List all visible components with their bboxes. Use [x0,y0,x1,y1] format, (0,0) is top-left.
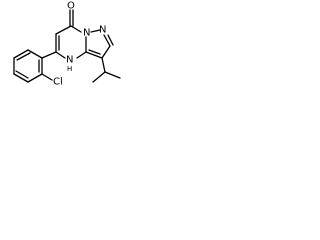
nh-hydrogen-label: H [67,65,72,73]
carbonyl-bond [69,9,74,27]
molecule-structure-drawing: O N N N H Cl [13,1,121,88]
nitrogen-1-label: N [83,28,90,39]
pyrazole-ring-bonds [85,29,114,59]
pyrimidinone-ring-bonds [55,25,87,59]
nh-nitrogen-label: N [66,55,73,66]
nitrogen-2-label: N [99,25,106,36]
isopropyl-bonds [92,57,121,83]
oxygen-label: O [67,1,75,12]
chlorine-label: Cl [53,77,63,88]
chlorophenyl-bonds [13,49,57,83]
